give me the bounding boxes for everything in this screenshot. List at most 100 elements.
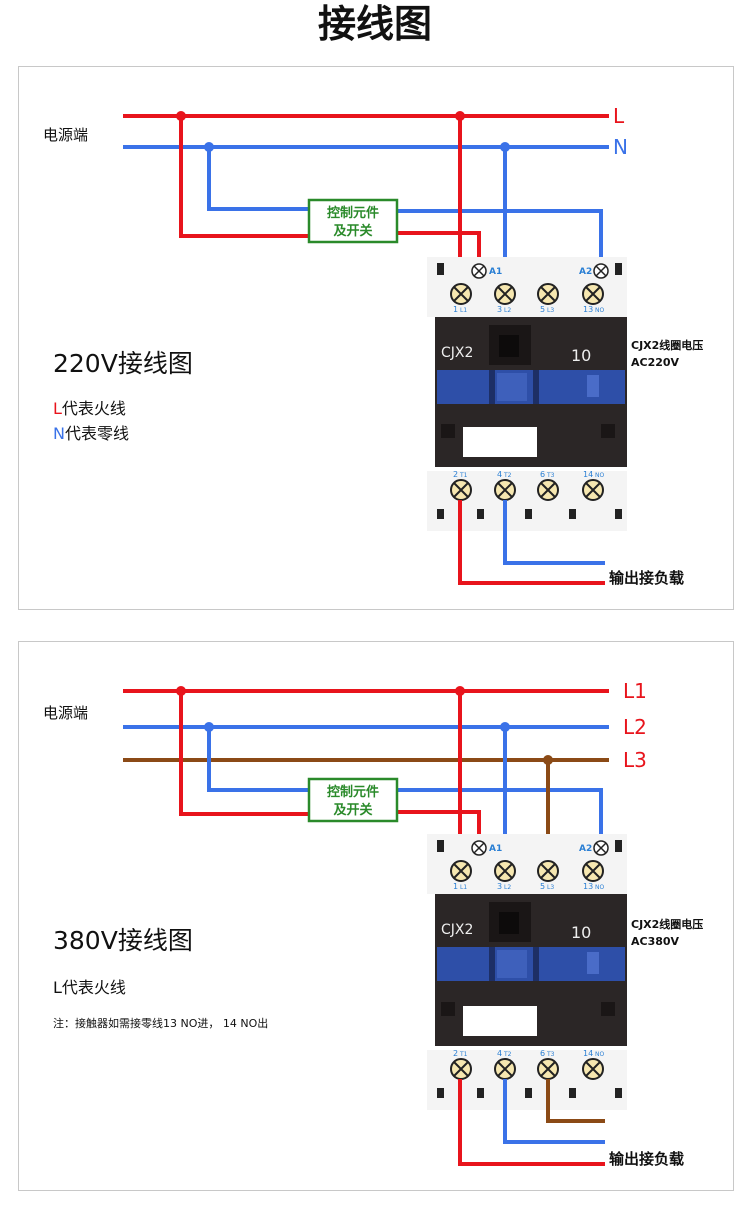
output-L2-wire xyxy=(503,1079,605,1144)
screw-terminal-icon xyxy=(537,283,559,305)
page-title: 接线图 xyxy=(317,2,432,46)
bottom-terminal-sub: T1 xyxy=(459,472,468,479)
top-terminal-label: 3 xyxy=(497,882,502,891)
line-label-L3: L3 xyxy=(623,748,647,772)
junction-dot xyxy=(543,755,553,765)
nameplate xyxy=(463,1006,537,1036)
control-label-line2: 及开关 xyxy=(333,802,372,818)
junction-dot xyxy=(500,142,510,152)
output-load-label: 输出接负载 xyxy=(609,1150,684,1168)
screw-terminal-icon xyxy=(537,860,559,882)
output-L3-wire xyxy=(546,1079,605,1123)
control-L2-branch xyxy=(207,727,309,792)
junction-dot xyxy=(176,111,186,121)
screw-terminal-icon xyxy=(494,283,516,305)
control-L1-branch xyxy=(179,691,309,816)
screw-terminal-icon xyxy=(582,1058,604,1080)
top-terminal-label: 1 xyxy=(453,305,458,314)
screw-terminal-icon xyxy=(450,860,472,882)
control-element-box: 控制元件 及开关 xyxy=(307,198,399,244)
top-terminal-label: 1 xyxy=(453,882,458,891)
source-label: 电源端 xyxy=(43,126,88,144)
contactor-model: CJX2 xyxy=(441,345,473,361)
junction-dot xyxy=(455,111,465,121)
bottom-terminal-sub: T2 xyxy=(503,472,512,479)
top-terminal-sub: L1 xyxy=(460,884,467,891)
bottom-terminal-label: 4 xyxy=(497,1049,502,1058)
control-live-branch xyxy=(179,116,309,238)
diagram-title-380v: 380V接线图 xyxy=(53,926,193,955)
junction-dot xyxy=(176,686,186,696)
control-label-line2: 及开关 xyxy=(333,223,372,239)
screw-terminal-icon xyxy=(537,479,559,501)
bottom-terminal-label: 2 xyxy=(453,470,458,479)
top-terminal-sub: L2 xyxy=(504,307,511,314)
wiring-diagram-380v: L1 L2 L3 电源端 控制元件 及开关 A1 A2 xyxy=(43,679,703,1168)
diagram-title-220v: 220V接线图 xyxy=(53,349,193,378)
top-terminal-sub: L2 xyxy=(504,884,511,891)
terminal-a2-label: A2 xyxy=(579,844,592,854)
bottom-terminal-label: 2 xyxy=(453,1049,458,1058)
bottom-terminal-label: 6 xyxy=(540,1049,545,1058)
screw-terminal-icon xyxy=(494,479,516,501)
junction-dot xyxy=(455,686,465,696)
control-label-line1: 控制元件 xyxy=(327,784,379,800)
screw-terminal-icon xyxy=(450,283,472,305)
bottom-terminal-label: 14 xyxy=(583,1049,593,1058)
top-terminal-label: 13 xyxy=(583,305,593,314)
contactor-rating: 10 xyxy=(571,346,591,365)
panel-380v-diagram: L1 L2 L3 电源端 控制元件 及开关 A1 A2 xyxy=(18,641,734,1191)
legend-live: L代表火线 xyxy=(53,978,126,997)
coil-voltage-value: AC380V xyxy=(631,935,680,948)
top-terminal-label: 5 xyxy=(540,305,545,314)
top-terminal-sub: NO xyxy=(595,307,604,314)
screw-terminal-icon xyxy=(494,860,516,882)
bottom-terminal-sub: T3 xyxy=(546,472,555,479)
screw-terminal-icon xyxy=(450,479,472,501)
note-text: 注：接触器如需接零线13 NO进， 14 NO出 xyxy=(53,1016,268,1030)
wiring-diagram-220v: L N 电源端 控制元件 及开关 A1 A2 xyxy=(43,104,703,587)
control-to-a2 xyxy=(397,209,603,269)
line-label-N: N xyxy=(613,135,628,159)
screw-terminal-icon xyxy=(582,479,604,501)
control-neutral-branch xyxy=(207,147,309,211)
top-terminal-label: 5 xyxy=(540,882,545,891)
contactor-380v: A1 A2 1 L1 3 L2 5 L3 13 NO CJX2 10 xyxy=(427,834,627,1110)
coil-voltage-label: CJX2线圈电压 xyxy=(631,917,703,931)
output-L1-wire xyxy=(458,1079,605,1166)
screw-terminal-icon xyxy=(537,1058,559,1080)
nameplate xyxy=(463,427,537,457)
contactor-rating: 10 xyxy=(571,923,591,942)
control-to-a2 xyxy=(397,788,603,846)
output-live-wire xyxy=(458,500,605,585)
bottom-terminal-label: 14 xyxy=(583,470,593,479)
output-load-label: 输出接负载 xyxy=(609,569,684,587)
top-terminal-sub: L3 xyxy=(547,884,554,891)
bottom-terminal-sub: NO xyxy=(595,1051,604,1058)
contactor-model: CJX2 xyxy=(441,922,473,938)
panel-220v-diagram: L N 电源端 控制元件 及开关 A1 A2 xyxy=(18,66,734,610)
line-label-L: L xyxy=(613,104,625,128)
screw-terminal-icon xyxy=(450,1058,472,1080)
bottom-terminal-label: 6 xyxy=(540,470,545,479)
top-terminal-sub: L1 xyxy=(460,307,467,314)
bottom-terminal-label: 4 xyxy=(497,470,502,479)
coil-voltage-value: AC220V xyxy=(631,356,680,369)
legend-live: L代表火线 xyxy=(53,399,126,418)
coil-voltage-label: CJX2线圈电压 xyxy=(631,338,703,352)
bottom-terminal-sub: T2 xyxy=(503,1051,512,1058)
bottom-terminal-sub: T1 xyxy=(459,1051,468,1058)
terminal-a2-label: A2 xyxy=(579,267,592,277)
source-label: 电源端 xyxy=(43,704,88,722)
bottom-terminal-sub: NO xyxy=(595,472,604,479)
top-terminal-sub: NO xyxy=(595,884,604,891)
terminal-a1-label: A1 xyxy=(489,267,502,277)
top-terminal-label: 13 xyxy=(583,882,593,891)
line-label-L2: L2 xyxy=(623,715,647,739)
terminal-a1-label: A1 xyxy=(489,844,502,854)
bottom-terminal-sub: T3 xyxy=(546,1051,555,1058)
legend-neutral: N代表零线 xyxy=(53,424,129,443)
screw-terminal-icon xyxy=(582,860,604,882)
top-terminal-label: 3 xyxy=(497,305,502,314)
top-terminal-sub: L3 xyxy=(547,307,554,314)
